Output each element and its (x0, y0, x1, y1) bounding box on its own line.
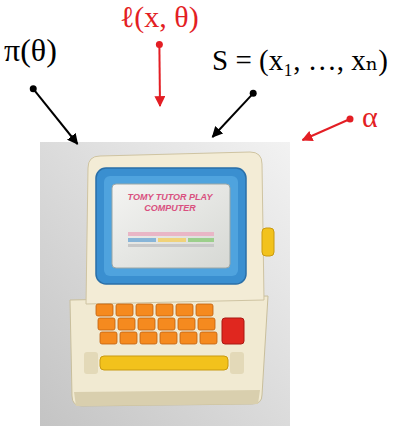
arrow-connector (33, 89, 77, 144)
start-dot (250, 90, 257, 97)
math-label: ℓ(x, θ) (118, 0, 201, 35)
orange-key (138, 318, 155, 330)
orange-keys (96, 304, 217, 344)
bezel-inner (104, 176, 238, 276)
yellow-bar (100, 356, 228, 370)
math-label: α (360, 100, 380, 135)
start-dot (156, 41, 163, 48)
math-label: π(θ) (2, 32, 59, 69)
math-symbol: π(θ) (4, 32, 57, 69)
math-symbol: S = (x₁, …, xₙ) (212, 44, 388, 77)
orange-key (140, 332, 157, 344)
orange-key (136, 304, 153, 316)
orange-key (120, 332, 137, 344)
red-key (222, 318, 244, 344)
side-block (230, 352, 244, 374)
orange-key (200, 332, 217, 344)
screen (112, 184, 230, 268)
photo-ground (40, 142, 290, 426)
arrow-group (30, 85, 78, 144)
math-symbol: ℓ(x, θ) (120, 0, 199, 35)
orange-key (158, 318, 175, 330)
side-block (84, 352, 98, 374)
base-edge (74, 390, 260, 406)
orange-key (198, 318, 215, 330)
arrow-connector (213, 93, 254, 137)
orange-key (100, 332, 117, 344)
arrow-group (213, 90, 257, 137)
arrow-group (156, 41, 163, 106)
orange-key (160, 332, 177, 344)
orange-key (116, 304, 133, 316)
math-label: S = (x₁, …, xₙ) (210, 44, 390, 77)
arrow-group (303, 115, 354, 140)
orange-key (196, 304, 213, 316)
yellow-knob (262, 228, 274, 256)
orange-key (156, 304, 173, 316)
orange-key (96, 304, 113, 316)
orange-key (178, 318, 195, 330)
screen-stripes (128, 232, 214, 247)
arrow-connector (303, 119, 351, 140)
keyboard-base (70, 296, 268, 406)
blue-bezel (96, 168, 246, 284)
orange-key (180, 332, 197, 344)
start-dot (30, 85, 37, 92)
math-symbol: α (362, 100, 378, 135)
arrow-connector (158, 45, 161, 107)
orange-key (176, 304, 193, 316)
toy-computer: TOMY TUTOR PLAY COMPUTER (40, 142, 290, 426)
monitor-body (86, 152, 264, 304)
orange-key (98, 318, 115, 330)
screen-title: TOMY TUTOR PLAY COMPUTER (126, 192, 214, 214)
orange-key (118, 318, 135, 330)
start-dot (347, 115, 354, 122)
